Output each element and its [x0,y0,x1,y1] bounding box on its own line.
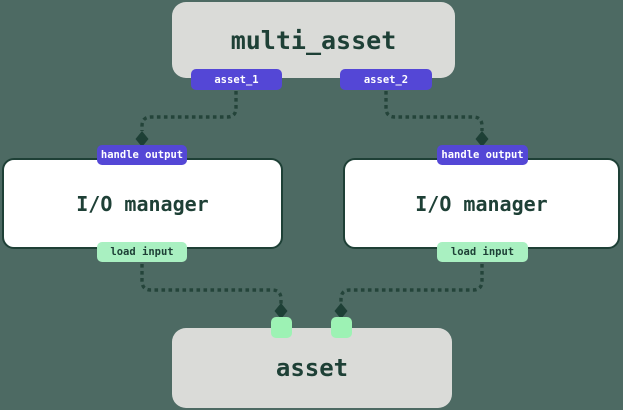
node-io-manager-left: I/O manager [2,158,283,249]
connector-right-io-to-asset [339,264,484,304]
diamond-arrowhead-icon [475,131,489,147]
output-tag-asset-1-label: asset_1 [214,73,259,86]
input-tag-handle-output-right-label: handle output [441,149,524,161]
connector-asset1-to-left-io [140,91,238,131]
node-io-manager-right: I/O manager [343,158,620,249]
input-tag-handle-output-left: handle output [97,145,187,165]
asset-input-handle-2 [331,317,352,338]
output-tag-load-input-right-label: load input [450,246,515,258]
input-tag-handle-output-left-label: handle output [100,149,184,161]
node-multi-asset-label: multi_asset [230,25,397,55]
output-tag-asset-1: asset_1 [191,69,282,90]
input-tag-handle-output-right: handle output [437,145,528,165]
diamond-arrowhead-icon [334,303,348,319]
output-tag-load-input-left: load input [97,242,187,262]
node-asset: asset [172,328,452,408]
output-tag-asset-2-label: asset_2 [363,73,409,86]
node-multi-asset: multi_asset [172,2,455,78]
output-tag-load-input-left-label: load input [110,246,174,258]
connector-left-io-to-asset [140,264,283,304]
asset-input-handle-1 [271,317,292,338]
node-io-manager-right-label: I/O manager [415,191,548,216]
output-tag-asset-2: asset_2 [340,69,432,90]
connector-asset2-to-right-io [384,91,484,131]
diamond-arrowhead-icon [135,131,149,147]
node-io-manager-left-label: I/O manager [76,191,209,216]
node-asset-label: asset [275,354,349,382]
output-tag-load-input-right: load input [437,242,528,262]
diamond-arrowhead-icon [274,303,288,319]
